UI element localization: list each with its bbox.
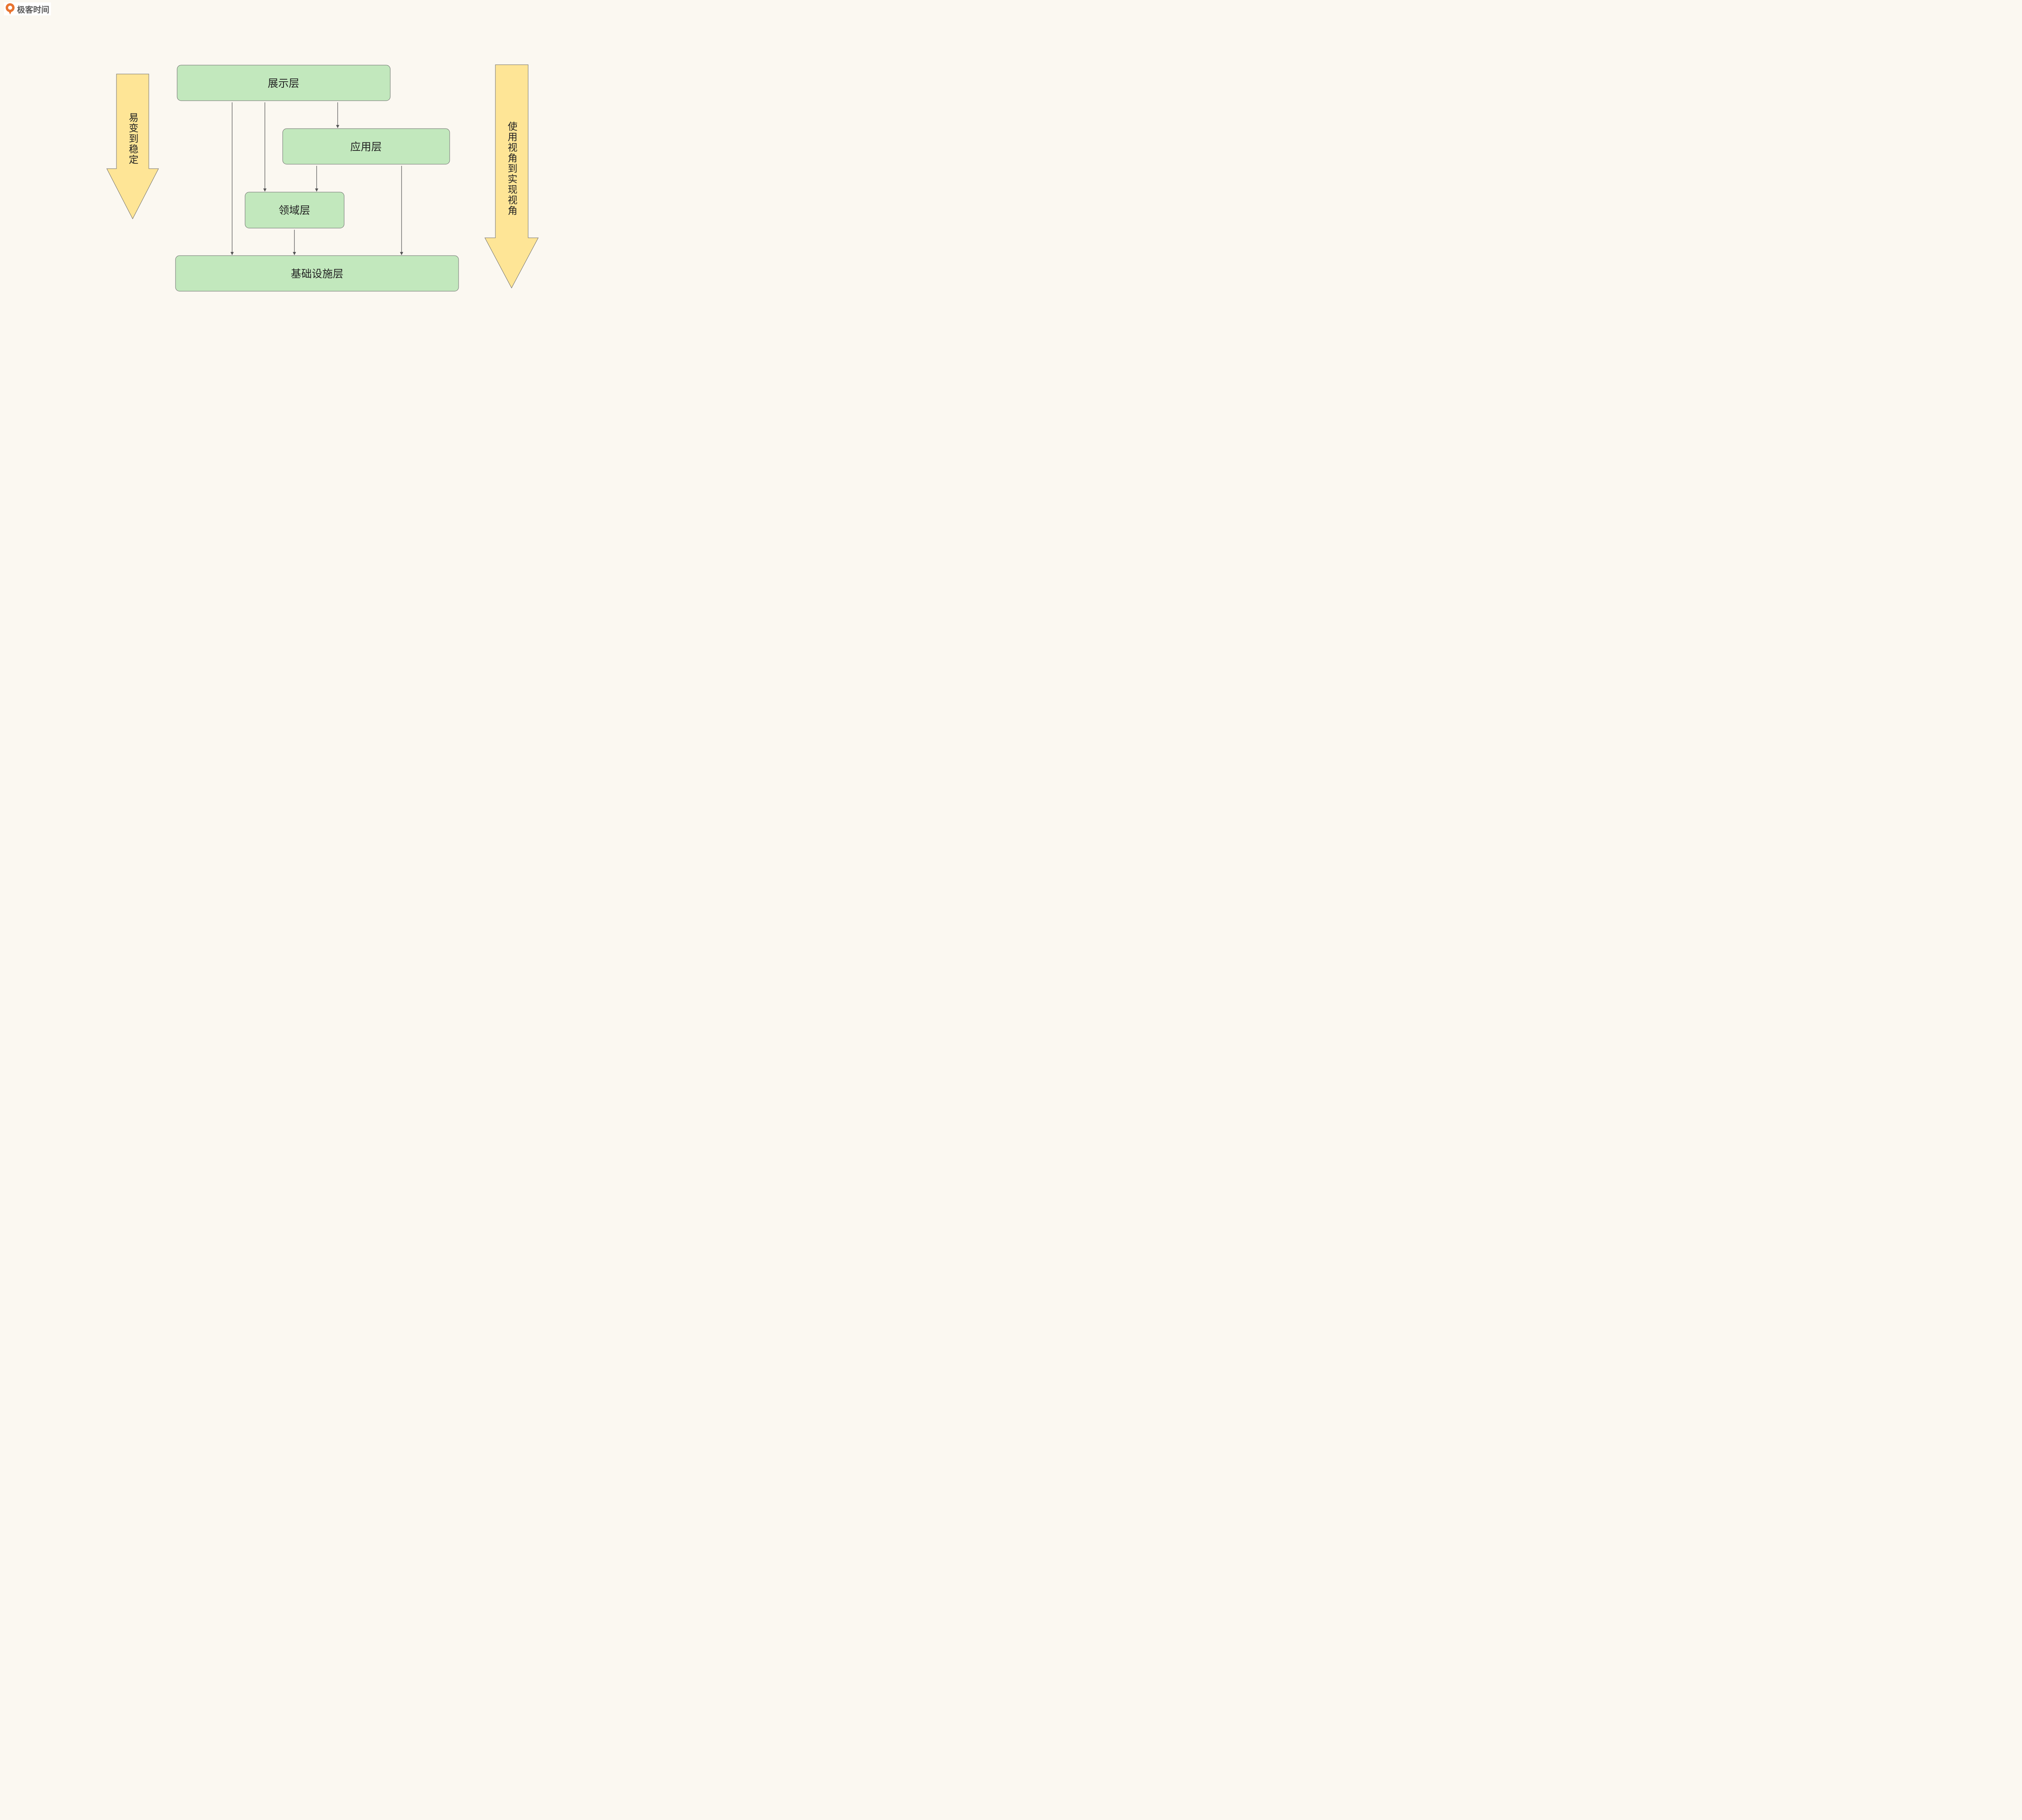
layer-presentation-box (177, 65, 391, 101)
layer-domain-label: 领域层 (279, 205, 310, 217)
left-arrow-shape (106, 74, 159, 220)
layer-infrastructure: 基础设施层 (175, 255, 459, 292)
layer-infrastructure-label: 基础设施层 (291, 268, 343, 280)
right-arrow-label: 使用视角到实现视角 (506, 121, 517, 216)
left-arrow-label: 易变到稳定 (127, 112, 138, 165)
left-side-arrow: 易变到稳定 (106, 74, 159, 220)
right-side-arrow: 使用视角到实现视角 (484, 64, 539, 289)
layer-infrastructure-box (175, 255, 459, 292)
geektime-logo-icon (6, 3, 15, 15)
right-arrow-shape (484, 64, 539, 289)
layer-application: 应用层 (282, 128, 450, 165)
brand-name: 极客时间 (17, 4, 49, 15)
layer-application-label: 应用层 (350, 141, 382, 153)
layer-application-box (282, 128, 450, 165)
brand-logo: 极客时间 (4, 2, 51, 15)
layer-presentation: 展示层 (177, 65, 391, 101)
layer-presentation-label: 展示层 (268, 78, 299, 90)
layer-domain-box (245, 192, 345, 229)
dependency-connectors (231, 102, 403, 255)
layer-domain: 领域层 (245, 192, 345, 229)
layered-architecture-diagram: 易变到稳定 使用视角到实现视角 展示层 应用层 领域层 基础设施层 (106, 64, 539, 292)
